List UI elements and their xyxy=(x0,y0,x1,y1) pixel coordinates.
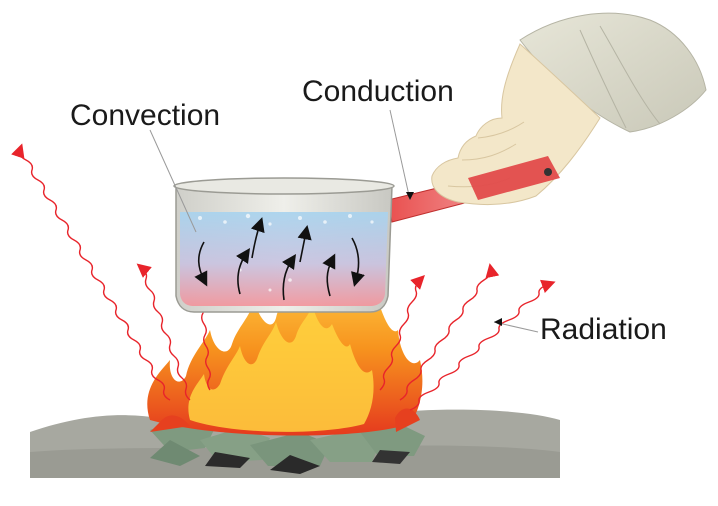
radiation-arrow-head xyxy=(494,318,502,326)
coals xyxy=(150,418,425,474)
convection-label: Convection xyxy=(70,99,221,132)
conduction-label: Conduction xyxy=(302,75,454,108)
hand-holding-pot-icon xyxy=(431,12,707,205)
radiation-label: Radiation xyxy=(540,313,667,346)
convection-arrows xyxy=(194,217,365,301)
conduction-arrow-head xyxy=(406,192,414,200)
